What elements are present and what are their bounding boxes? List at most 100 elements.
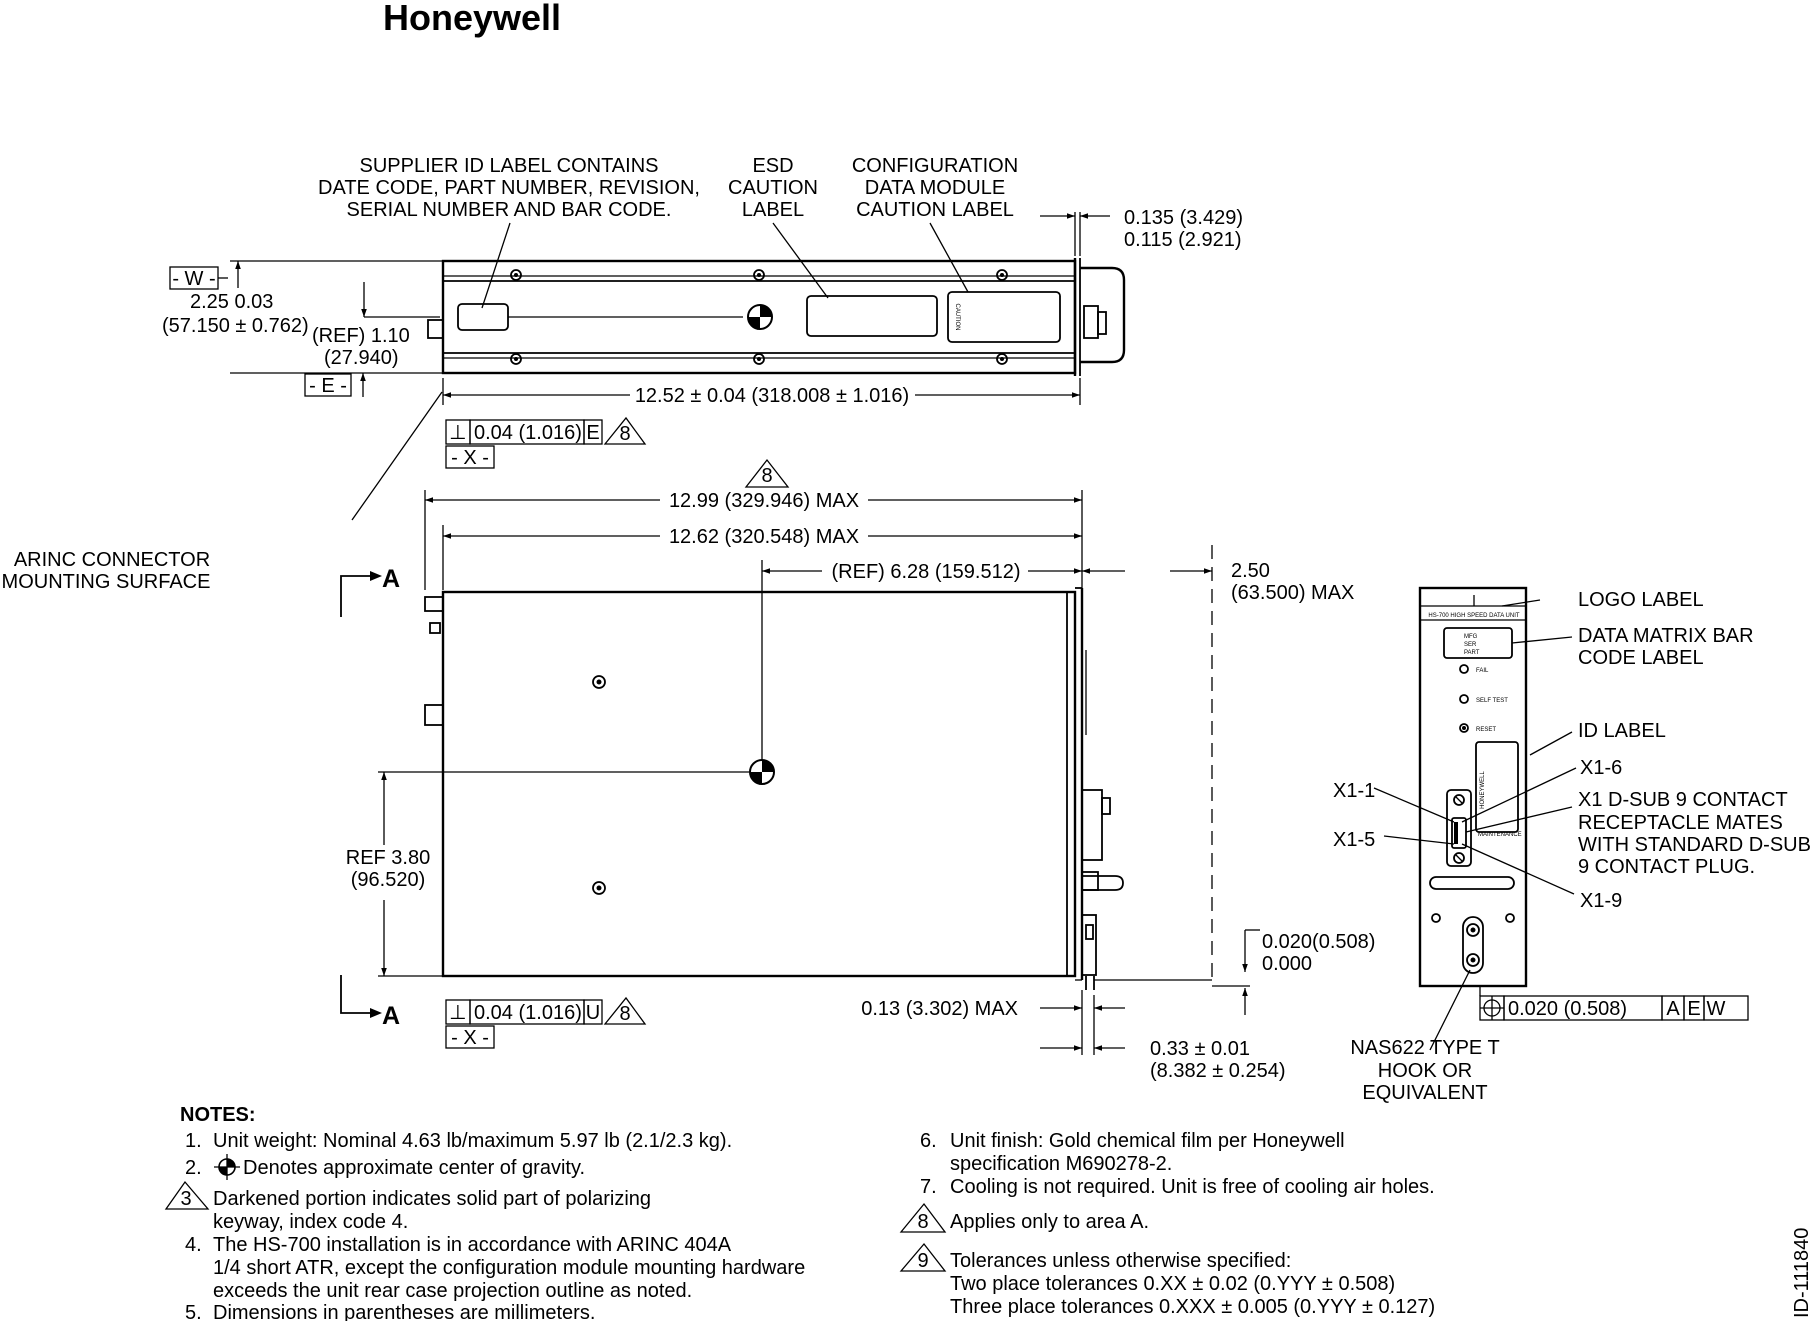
figure-id: ID-111840 [1791, 1228, 1813, 1318]
dim-flange-max: 0.13 (3.302) MAX [861, 998, 1018, 1020]
svg-text:0.04 (1.016): 0.04 (1.016) [474, 422, 582, 444]
dim-rear-projection: 2.50 [1231, 560, 1270, 582]
svg-text:LABEL: LABEL [742, 199, 804, 221]
dm-line-1: MFG [1464, 634, 1478, 640]
dm-line-3: PART [1464, 650, 1480, 656]
svg-text:CAUTION LABEL: CAUTION LABEL [856, 199, 1014, 221]
esd-caution-label [806, 295, 938, 337]
svg-text:- X -: - X - [451, 447, 489, 469]
case-side-outline [441, 590, 1077, 978]
honeywell-logo: Honeywell [383, 0, 561, 38]
id-label-callout: ID LABEL [1578, 720, 1666, 742]
data-matrix-callout-line2: CODE LABEL [1578, 647, 1704, 669]
note-1-number: 1. [185, 1130, 202, 1152]
note-5: Dimensions in parentheses are millimeter… [213, 1302, 595, 1321]
dim-cg-x: (REF) 6.28 (159.512) [832, 561, 1021, 583]
svg-text:W: W [1707, 998, 1726, 1020]
esd-caution-callout: ESD CAUTION LABEL [728, 155, 818, 221]
note-2-number: 2. [185, 1157, 202, 1179]
dim-height-mm: (57.150 ± 0.762) [162, 315, 309, 337]
svg-text:DATA MODULE: DATA MODULE [865, 177, 1005, 199]
datum-w: - W - [172, 268, 215, 290]
rear-connector [1081, 789, 1103, 861]
dsub-callout-line4: 9 CONTACT PLUG. [1578, 856, 1755, 878]
datum-e: - E - [309, 375, 347, 397]
note-4-line2: 1/4 short ATR, except the configuration … [213, 1257, 805, 1279]
dsub-callout-line3: WITH STANDARD D-SUB [1578, 834, 1811, 856]
reset-button-icon [1459, 723, 1469, 733]
dim-ref-height: (REF) 1.10 [312, 325, 410, 347]
note-8: Applies only to area A. [950, 1211, 1149, 1233]
fcf-side: ⊥ 0.04 (1.016) U 8 - X - [445, 996, 647, 1049]
dsub-callout: X1 D-SUB 9 CONTACT [1578, 789, 1788, 811]
hook-callout: NAS622 TYPE T [1350, 1037, 1499, 1059]
dim-height: 2.25 0.03 [190, 291, 273, 313]
fail-led-label: FAIL [1476, 668, 1489, 674]
dim-ref-height-mm: (27.940) [324, 347, 399, 369]
id-label [1475, 741, 1519, 833]
pin-x1-9: X1-9 [1580, 890, 1622, 912]
notes-heading: NOTES: [180, 1104, 256, 1126]
datum-e-box [304, 373, 352, 397]
svg-text:A: A [382, 565, 400, 593]
note-4-number: 4. [185, 1234, 202, 1256]
svg-text:8: 8 [619, 423, 630, 445]
self-test-label: SELF TEST [1476, 698, 1508, 704]
svg-text:- X -: - X - [451, 1027, 489, 1049]
guide-pin-top [424, 596, 444, 612]
cg-note-icon [214, 1154, 240, 1180]
svg-text:E: E [586, 422, 599, 444]
dim-flatness-min: 0.000 [1262, 953, 1312, 975]
top-view: SUPPLIER ID LABEL CONTAINS DATE CODE, PA… [162, 155, 1243, 469]
note-6-number: 6. [920, 1130, 937, 1152]
caution-label-text: CAUTION [954, 304, 960, 331]
section-a-top: A [340, 565, 400, 617]
svg-text:E: E [1687, 998, 1700, 1020]
note-8-number: 8 [917, 1211, 928, 1233]
self-test-led-icon [1459, 694, 1469, 704]
svg-text:SUPPLIER ID LABEL CONTAINS: SUPPLIER ID LABEL CONTAINS [360, 155, 659, 177]
svg-text:8: 8 [619, 1003, 630, 1025]
dim-flange-thk: 0.33 ± 0.01 [1150, 1038, 1250, 1060]
config-module-callout: CONFIGURATION DATA MODULE CAUTION LABEL [852, 155, 1018, 221]
note-1: Unit weight: Nominal 4.63 lb/maximum 5.9… [213, 1130, 732, 1152]
arinc-callout: ARINC CONNECTOR [14, 549, 210, 571]
panel-handle [1429, 876, 1515, 890]
svg-text:⊥: ⊥ [449, 1002, 466, 1024]
section-a-bottom: A [340, 975, 400, 1030]
svg-text:DATE CODE, PART NUMBER, REVISI: DATE CODE, PART NUMBER, REVISION, [318, 177, 700, 199]
front-view: HS-700 HIGH SPEED DATA UNIT MFG SER PART… [1333, 586, 1811, 1104]
rear-module [1081, 914, 1097, 976]
note-3-number: 3 [180, 1188, 191, 1210]
dim-flange-thk-mm: (8.382 ± 0.254) [1150, 1060, 1286, 1082]
svg-text:CAUTION: CAUTION [728, 177, 818, 199]
note-6-line2: specification M690278-2. [950, 1153, 1172, 1175]
config-caution-label [947, 291, 1061, 343]
note-8-flag [744, 458, 790, 488]
svg-text:U: U [586, 1002, 600, 1024]
dim-body-length: 12.62 (320.548) MAX [669, 526, 859, 548]
cg-symbol [747, 304, 773, 330]
front-panel-outline [1418, 586, 1528, 988]
dim-cg-y: REF 3.80 [346, 847, 430, 869]
logo-label-callout: LOGO LABEL [1578, 589, 1704, 611]
note-7: Cooling is not required. Unit is free of… [950, 1176, 1435, 1198]
note-3: Darkened portion indicates solid part of… [213, 1188, 651, 1210]
note-5-number: 5. [185, 1302, 202, 1321]
maintenance-label: MAINTENANCE [1478, 832, 1522, 838]
hook-callout-line3: EQUIVALENT [1362, 1082, 1487, 1104]
arinc-callout-line2: MOUNTING SURFACE [2, 571, 211, 593]
dsub-callout-line2: RECEPTACLE MATES [1578, 812, 1783, 834]
supplier-id-callout: SUPPLIER ID LABEL CONTAINS DATE CODE, PA… [318, 155, 700, 221]
note-8-flag-number: 8 [761, 465, 772, 487]
dim-flange-thickness: 0.135 (3.429) [1124, 207, 1243, 229]
dim-flatness: 0.020(0.508) [1262, 931, 1375, 953]
svg-text:0.04 (1.016): 0.04 (1.016) [474, 1002, 582, 1024]
hook [1462, 916, 1484, 974]
note-2: Denotes approximate center of gravity. [243, 1157, 585, 1179]
notes: NOTES: 1. Unit weight: Nominal 4.63 lb/m… [164, 1104, 1435, 1321]
pin-x1-5: X1-5 [1333, 829, 1375, 851]
svg-text:A: A [1666, 998, 1680, 1020]
note-9-line2: Two place tolerances 0.XX ± 0.02 (0.YYY … [950, 1273, 1395, 1295]
